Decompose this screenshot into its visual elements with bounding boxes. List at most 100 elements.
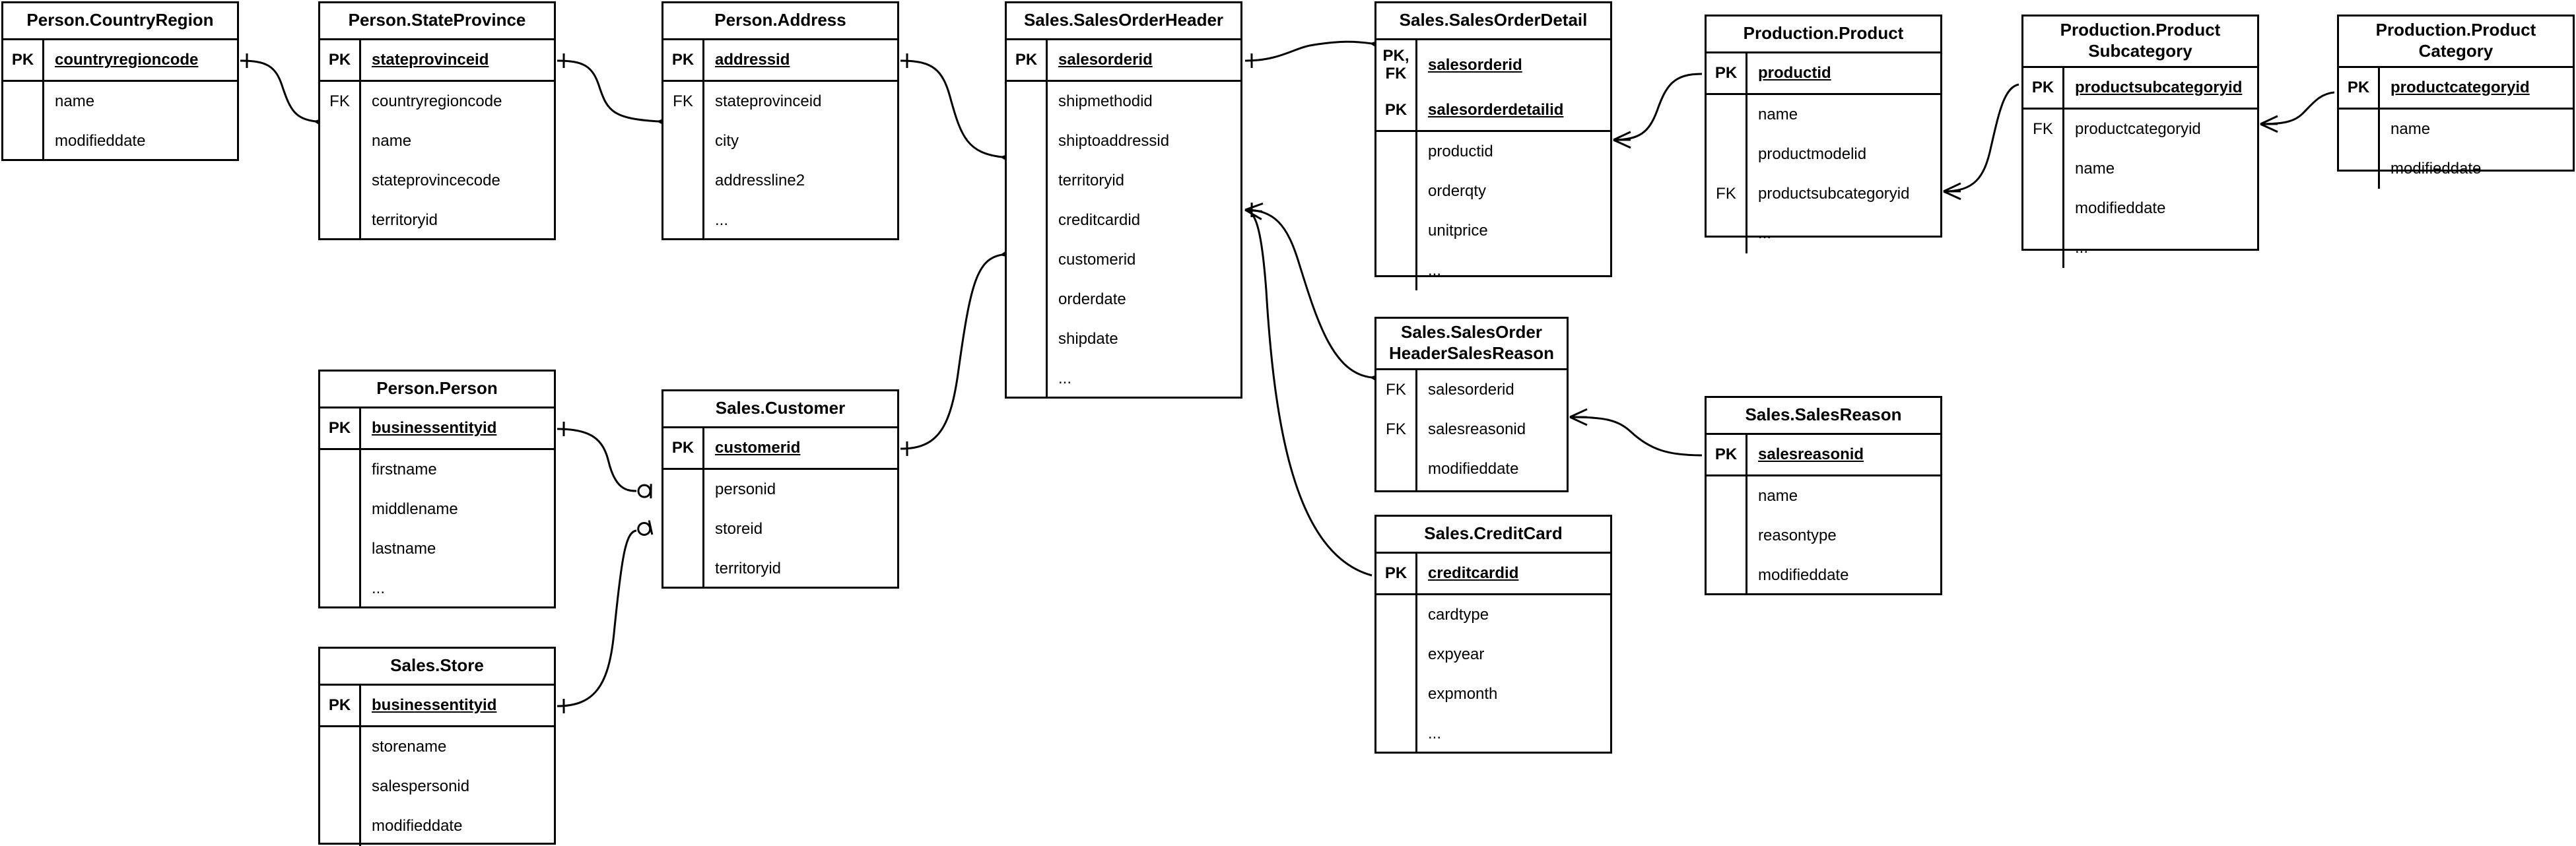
attribute-name[interactable]: creditcardid bbox=[1428, 564, 1519, 582]
attribute-name[interactable]: modifieddate bbox=[1758, 566, 1849, 584]
attribute-name[interactable]: cardtype bbox=[1428, 605, 1489, 624]
attribute-key-label bbox=[3, 82, 42, 121]
attribute-name[interactable]: salesorderid bbox=[1428, 55, 1522, 74]
attribute-name[interactable]: productsubcategoryid bbox=[2075, 78, 2243, 96]
attribute-name[interactable]: ... bbox=[2075, 238, 2089, 257]
attribute-name[interactable]: storename bbox=[372, 737, 447, 756]
relationship-line bbox=[557, 529, 637, 707]
attribute-name[interactable]: name bbox=[2075, 159, 2115, 178]
relationship-rel-customer-salesorderheader bbox=[900, 243, 1021, 456]
attribute-name[interactable]: modifieddate bbox=[2075, 199, 2166, 217]
attribute-name[interactable]: ... bbox=[1058, 369, 1072, 387]
attribute-name[interactable]: modifieddate bbox=[2390, 159, 2482, 178]
attribute-name[interactable]: expmonth bbox=[1428, 684, 1498, 703]
attribute-name[interactable]: salesorderid bbox=[1058, 50, 1153, 69]
attribute-name[interactable]: customerid bbox=[1058, 250, 1136, 269]
attribute-name[interactable]: salesorderid bbox=[1428, 380, 1514, 399]
entity-title: Person.Address bbox=[663, 3, 897, 40]
attribute-name[interactable]: modifieddate bbox=[372, 816, 463, 835]
attribute-name[interactable]: territoryid bbox=[1058, 171, 1125, 189]
relationship-rel-address-salesorderheader bbox=[900, 53, 1021, 168]
attribute-name[interactable]: productmodelid bbox=[1758, 145, 1867, 163]
attribute-name[interactable]: city bbox=[715, 131, 739, 150]
attribute-name[interactable]: storeid bbox=[715, 519, 763, 538]
attribute-name[interactable]: salesreasonid bbox=[1428, 420, 1526, 438]
attribute-name[interactable]: modifieddate bbox=[55, 131, 146, 150]
attribute-name[interactable]: customerid bbox=[715, 438, 801, 457]
attribute-name[interactable]: businessentityid bbox=[372, 696, 497, 714]
attribute-name[interactable]: shipmethodid bbox=[1058, 92, 1153, 110]
attribute-name[interactable]: territoryid bbox=[372, 211, 438, 229]
attribute-name[interactable]: addressline2 bbox=[715, 171, 805, 189]
attribute-name[interactable]: name bbox=[372, 131, 412, 150]
attribute-name[interactable]: salespersonid bbox=[372, 777, 470, 795]
attribute-name[interactable]: stateprovinceid bbox=[372, 50, 489, 69]
attribute-key-label bbox=[1707, 516, 1746, 556]
attribute-name[interactable]: personid bbox=[715, 480, 776, 498]
attribute-name[interactable]: firstname bbox=[372, 460, 437, 478]
attribute-name[interactable]: productcategoryid bbox=[2075, 119, 2201, 138]
attribute-name[interactable]: ... bbox=[1428, 724, 1442, 742]
attribute-name[interactable]: territoryid bbox=[715, 559, 782, 577]
attribute-name[interactable]: countryregioncode bbox=[55, 50, 199, 69]
attribute-name[interactable]: stateprovincecode bbox=[372, 171, 500, 189]
attribute-name[interactable]: name bbox=[55, 92, 95, 110]
attribute-key-label: FK bbox=[1386, 420, 1406, 438]
attribute-name[interactable]: lastname bbox=[372, 539, 436, 558]
attribute-key-label: FK bbox=[329, 92, 350, 110]
attribute-name[interactable]: creditcardid bbox=[1058, 211, 1141, 229]
attribute-name[interactable]: productcategoryid bbox=[2390, 78, 2530, 96]
attribute-name[interactable]: productsubcategoryid bbox=[1758, 184, 1910, 203]
attribute-name[interactable]: businessentityid bbox=[372, 418, 497, 437]
attribute-name[interactable]: name bbox=[2390, 119, 2431, 138]
attribute-name[interactable]: ... bbox=[1428, 261, 1442, 279]
attribute-name[interactable]: name bbox=[1758, 486, 1798, 505]
key-column bbox=[320, 449, 361, 608]
attribute-name[interactable]: productid bbox=[1428, 142, 1493, 160]
key-column: PK bbox=[3, 40, 44, 80]
attribute-name[interactable]: salesreasonid bbox=[1758, 445, 1864, 463]
attribute-group: FK countryregioncode name stateprovincecode… bbox=[320, 81, 554, 240]
attribute-name[interactable]: shiptoaddressid bbox=[1058, 131, 1170, 150]
attribute-name[interactable]: ... bbox=[1758, 224, 1772, 242]
attribute-name[interactable]: productid bbox=[1758, 63, 1831, 82]
attribute-name[interactable]: stateprovinceid bbox=[715, 92, 822, 110]
key-column: PK bbox=[1376, 553, 1417, 593]
attribute-name[interactable]: orderqty bbox=[1428, 181, 1487, 200]
attribute-name[interactable]: expyear bbox=[1428, 645, 1485, 663]
attribute-name[interactable]: modifieddate bbox=[1428, 459, 1519, 478]
attribute-name[interactable]: middlename bbox=[372, 500, 458, 518]
attribute-name[interactable]: shipdate bbox=[1058, 329, 1118, 348]
attribute-name[interactable]: unitprice bbox=[1428, 221, 1488, 240]
attribute-key-label bbox=[1376, 449, 1415, 489]
attribute-name[interactable]: addressid bbox=[715, 50, 790, 69]
relationship-rel-salesorderheader-salesreasonjoin bbox=[1244, 203, 1390, 389]
attribute-name[interactable]: ... bbox=[372, 579, 386, 597]
attribute-name[interactable]: countryregioncode bbox=[372, 92, 502, 110]
attribute-name[interactable]: ... bbox=[715, 211, 729, 229]
key-column bbox=[1376, 595, 1417, 754]
attribute-column: productid bbox=[1747, 53, 1940, 93]
attribute-name[interactable]: reasontype bbox=[1758, 526, 1837, 544]
attribute-name[interactable]: orderdate bbox=[1058, 290, 1126, 308]
attribute-name[interactable]: salesorderdetailid bbox=[1428, 100, 1564, 119]
attribute-key-label bbox=[320, 569, 359, 608]
attribute-name[interactable]: name bbox=[1758, 105, 1798, 123]
